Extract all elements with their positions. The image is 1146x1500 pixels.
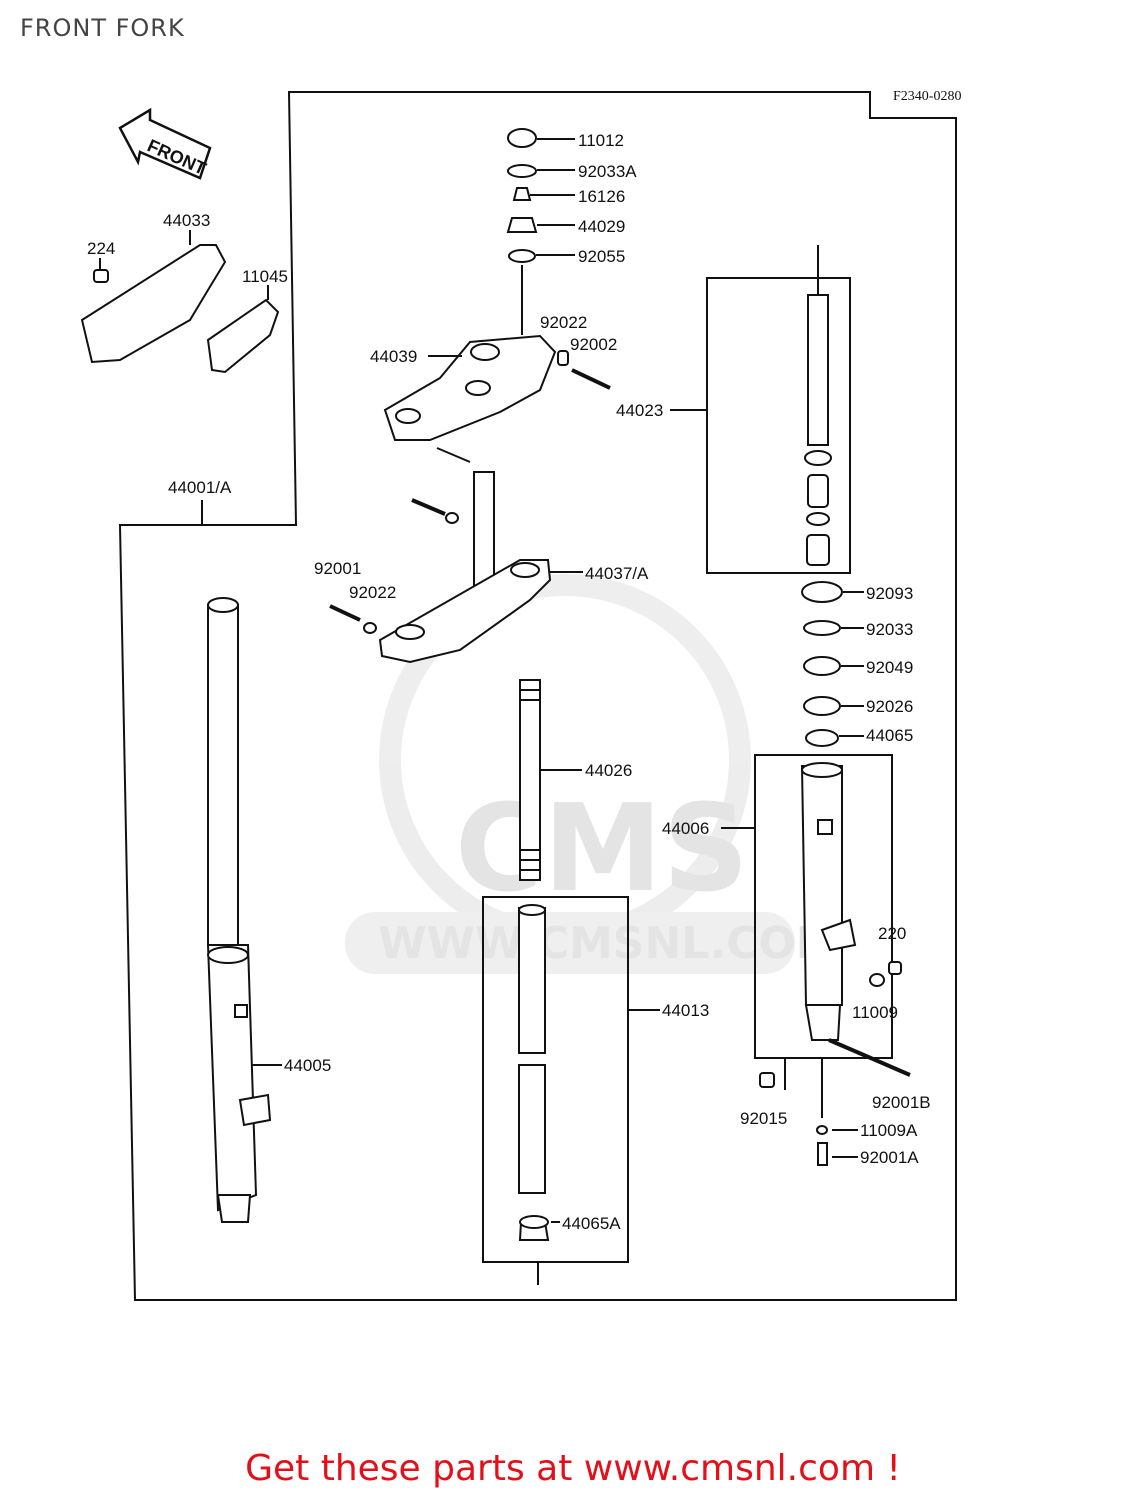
- part-label: 11009A: [860, 1121, 918, 1140]
- part-label: 92033: [866, 620, 913, 639]
- part-label: 220: [878, 924, 906, 943]
- part-label: 92001A: [860, 1148, 919, 1167]
- part-label: 44026: [585, 761, 632, 780]
- part-label: 44039: [370, 347, 417, 366]
- part-label: 44005: [284, 1056, 331, 1075]
- diagram-frame: [118, 91, 957, 1301]
- part-label: 44065A: [562, 1214, 621, 1233]
- damper-assembly: [670, 245, 851, 574]
- top-cap-stack: [506, 128, 575, 335]
- part-label: 92001B: [872, 1093, 931, 1112]
- page-title: FRONT FORK: [20, 14, 185, 42]
- diagram-reference: F2340-0280: [893, 89, 961, 104]
- part-label: 92001: [314, 559, 361, 578]
- part-label: 92022: [540, 313, 587, 332]
- part-label: 44013: [662, 1001, 709, 1020]
- headlight-bracket: [80, 230, 280, 374]
- part-label: 92055: [578, 247, 625, 266]
- part-label: 92015: [740, 1109, 787, 1128]
- part-label: 44033: [163, 211, 210, 230]
- part-label: 92049: [866, 658, 913, 677]
- part-label: 92002: [570, 335, 617, 354]
- part-label: 44023: [616, 401, 663, 420]
- part-label: 44029: [578, 217, 625, 236]
- part-label: 44065: [866, 726, 913, 745]
- part-label: 92022: [349, 583, 396, 602]
- steering-stem: [329, 471, 583, 664]
- left-fork-leg: [206, 597, 282, 1223]
- part-label: 11012: [578, 131, 624, 150]
- part-label: 11009: [852, 1003, 898, 1022]
- upper-bracket: [383, 334, 611, 463]
- watermark-url: WWW.CMSNL.COM: [378, 918, 840, 969]
- watermark: CMS WWW.CMSNL.COM: [345, 574, 840, 974]
- seal-stack: [801, 581, 864, 747]
- part-label: 92093: [866, 584, 913, 603]
- part-label: 44006: [662, 819, 709, 838]
- part-label: 16126: [578, 187, 625, 206]
- part-label: 92026: [866, 697, 913, 716]
- front-arrow-icon: FRONT: [118, 107, 212, 180]
- footer-cta-link[interactable]: Get these parts at www.cmsnl.com !: [245, 1448, 901, 1489]
- inner-tube-assembly: [482, 896, 660, 1285]
- watermark-logo: CMS: [455, 780, 749, 919]
- part-label: 92033A: [578, 162, 637, 181]
- part-label: 11045: [242, 267, 288, 286]
- right-fork-leg: [721, 754, 911, 1166]
- part-label: 44001/A: [168, 478, 232, 497]
- part-label: 44037/A: [585, 564, 649, 583]
- fork-spring: [519, 679, 582, 881]
- part-label: 224: [87, 239, 115, 258]
